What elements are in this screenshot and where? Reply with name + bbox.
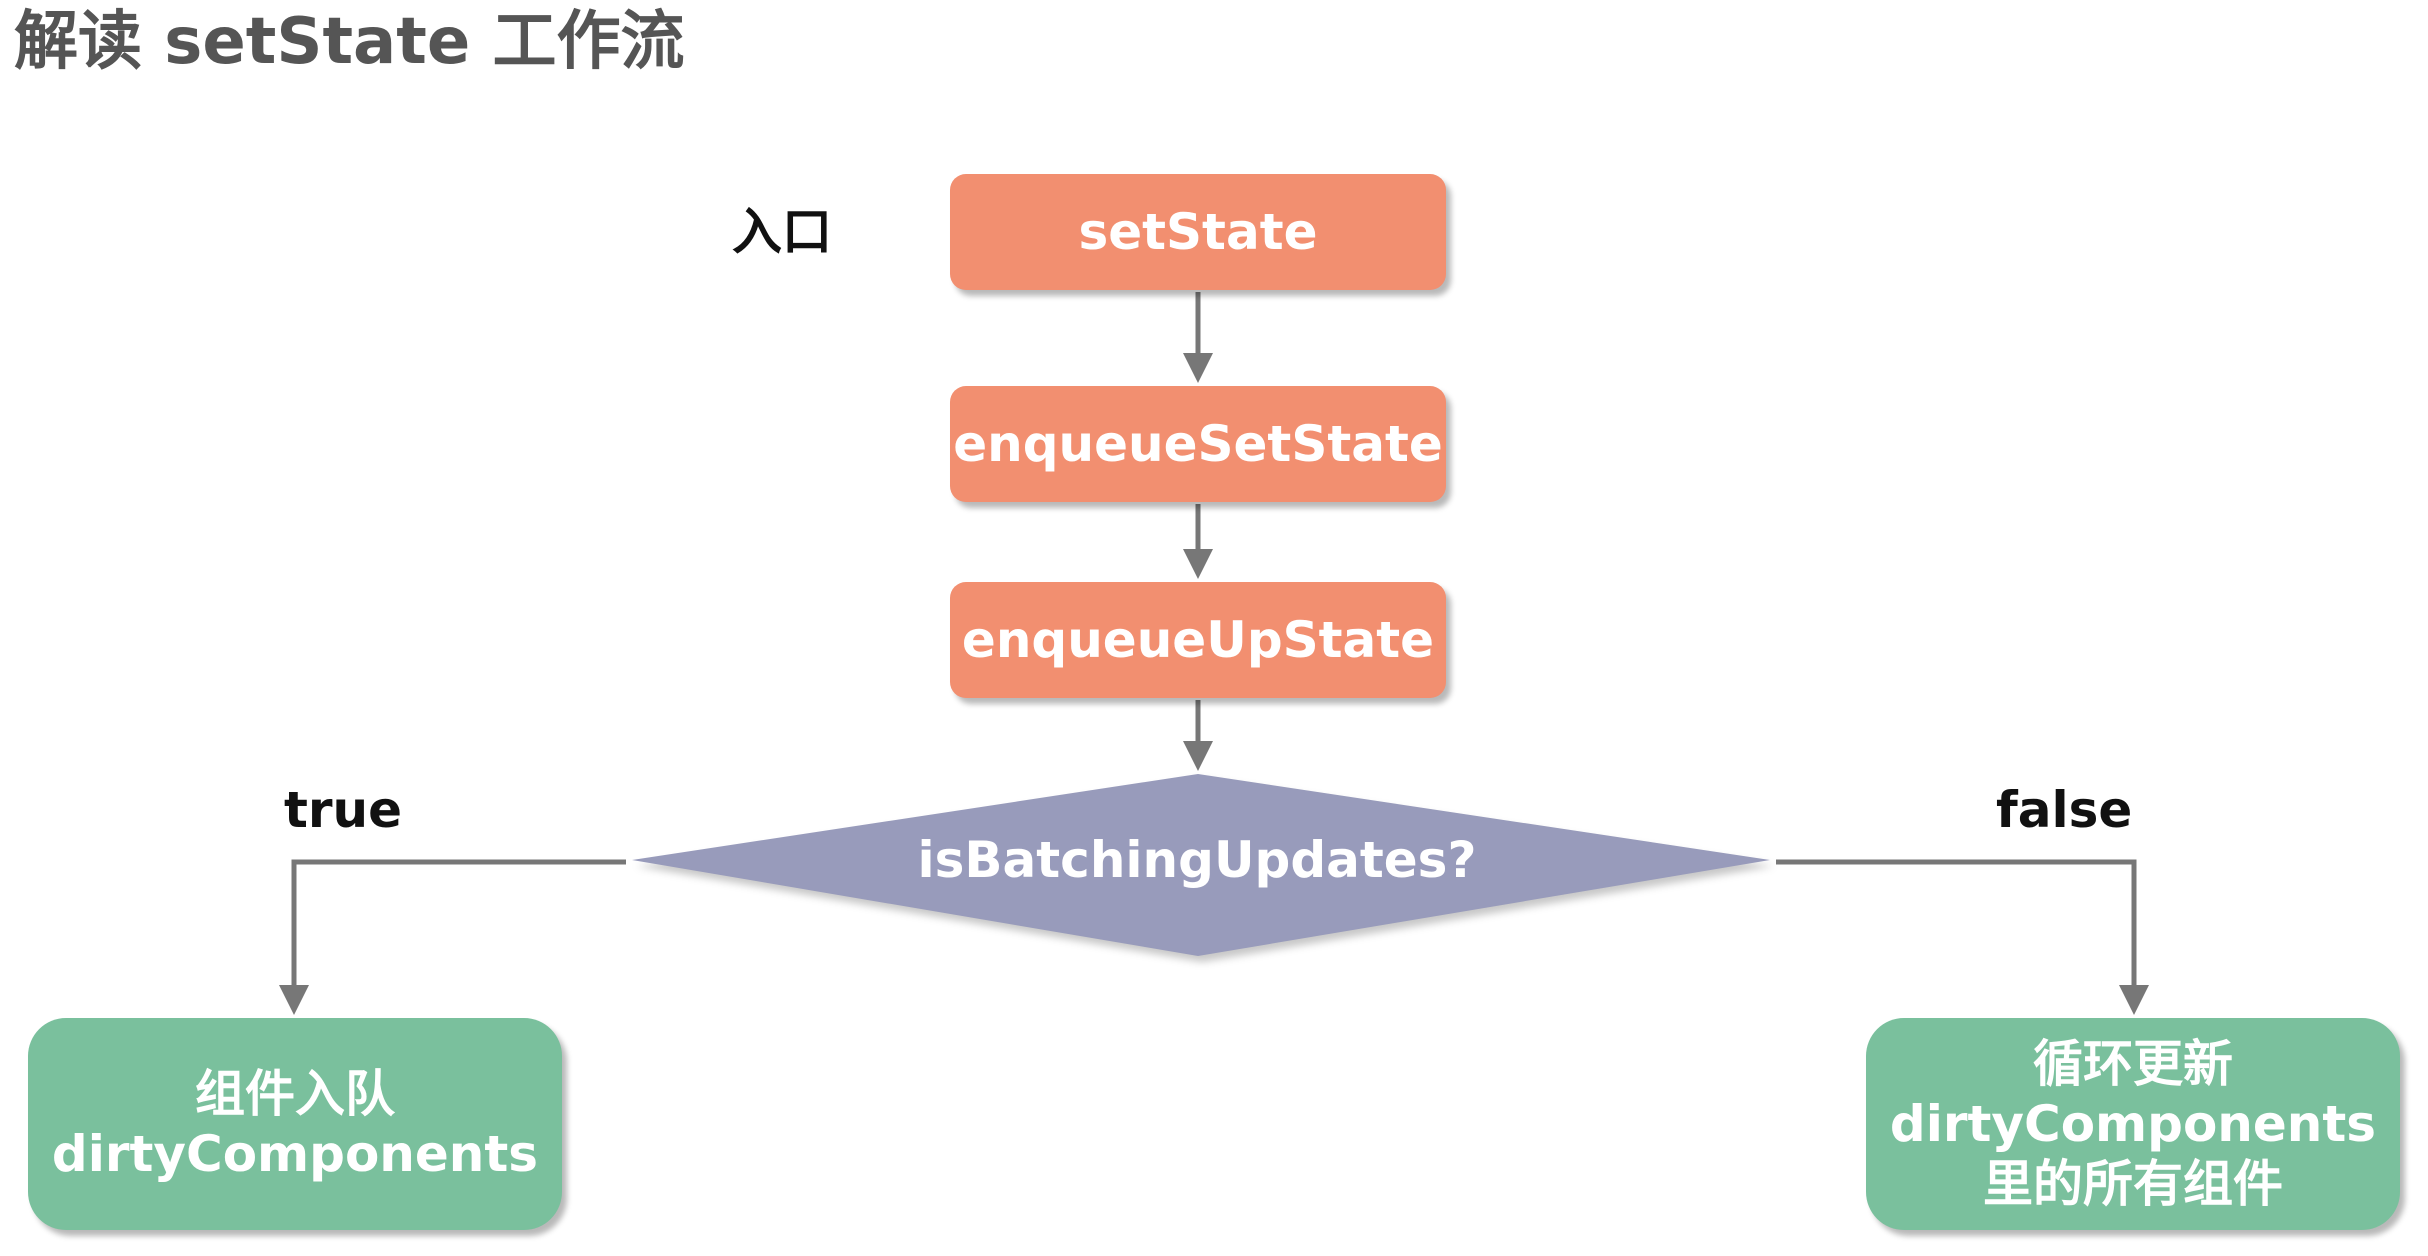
- arrow-true-branch: [279, 859, 626, 1015]
- setstate-node: setState: [950, 174, 1446, 290]
- page-title: 解读 setState 工作流: [14, 5, 685, 79]
- setstate-node-label: setState: [1078, 203, 1318, 261]
- right-result-line1: 循环更新: [2033, 1035, 2233, 1093]
- right-result-line2: dirtyComponents: [1889, 1095, 2377, 1153]
- enqueueupstate-node: enqueueUpState: [950, 582, 1446, 698]
- left-result-line1: 组件入队: [195, 1065, 395, 1123]
- true-label: true: [284, 781, 403, 839]
- left-result-node: 组件入队 dirtyComponents: [28, 1018, 562, 1230]
- decision-diamond: [632, 774, 1770, 956]
- arrow-false-branch: [1776, 859, 2149, 1015]
- decision-label: isBatchingUpdates?: [917, 831, 1477, 889]
- right-result-node: 循环更新 dirtyComponents 里的所有组件: [1866, 1018, 2400, 1230]
- enqueueupstate-node-label: enqueueUpState: [961, 611, 1435, 669]
- entry-label: 入口: [732, 203, 832, 261]
- enqueuesetstate-node-label: enqueueSetState: [953, 415, 1443, 473]
- false-label: false: [1996, 781, 2133, 839]
- enqueuesetstate-node: enqueueSetState: [950, 386, 1446, 502]
- right-result-line3: 里的所有组件: [1983, 1155, 2283, 1213]
- left-result-line2: dirtyComponents: [51, 1125, 539, 1183]
